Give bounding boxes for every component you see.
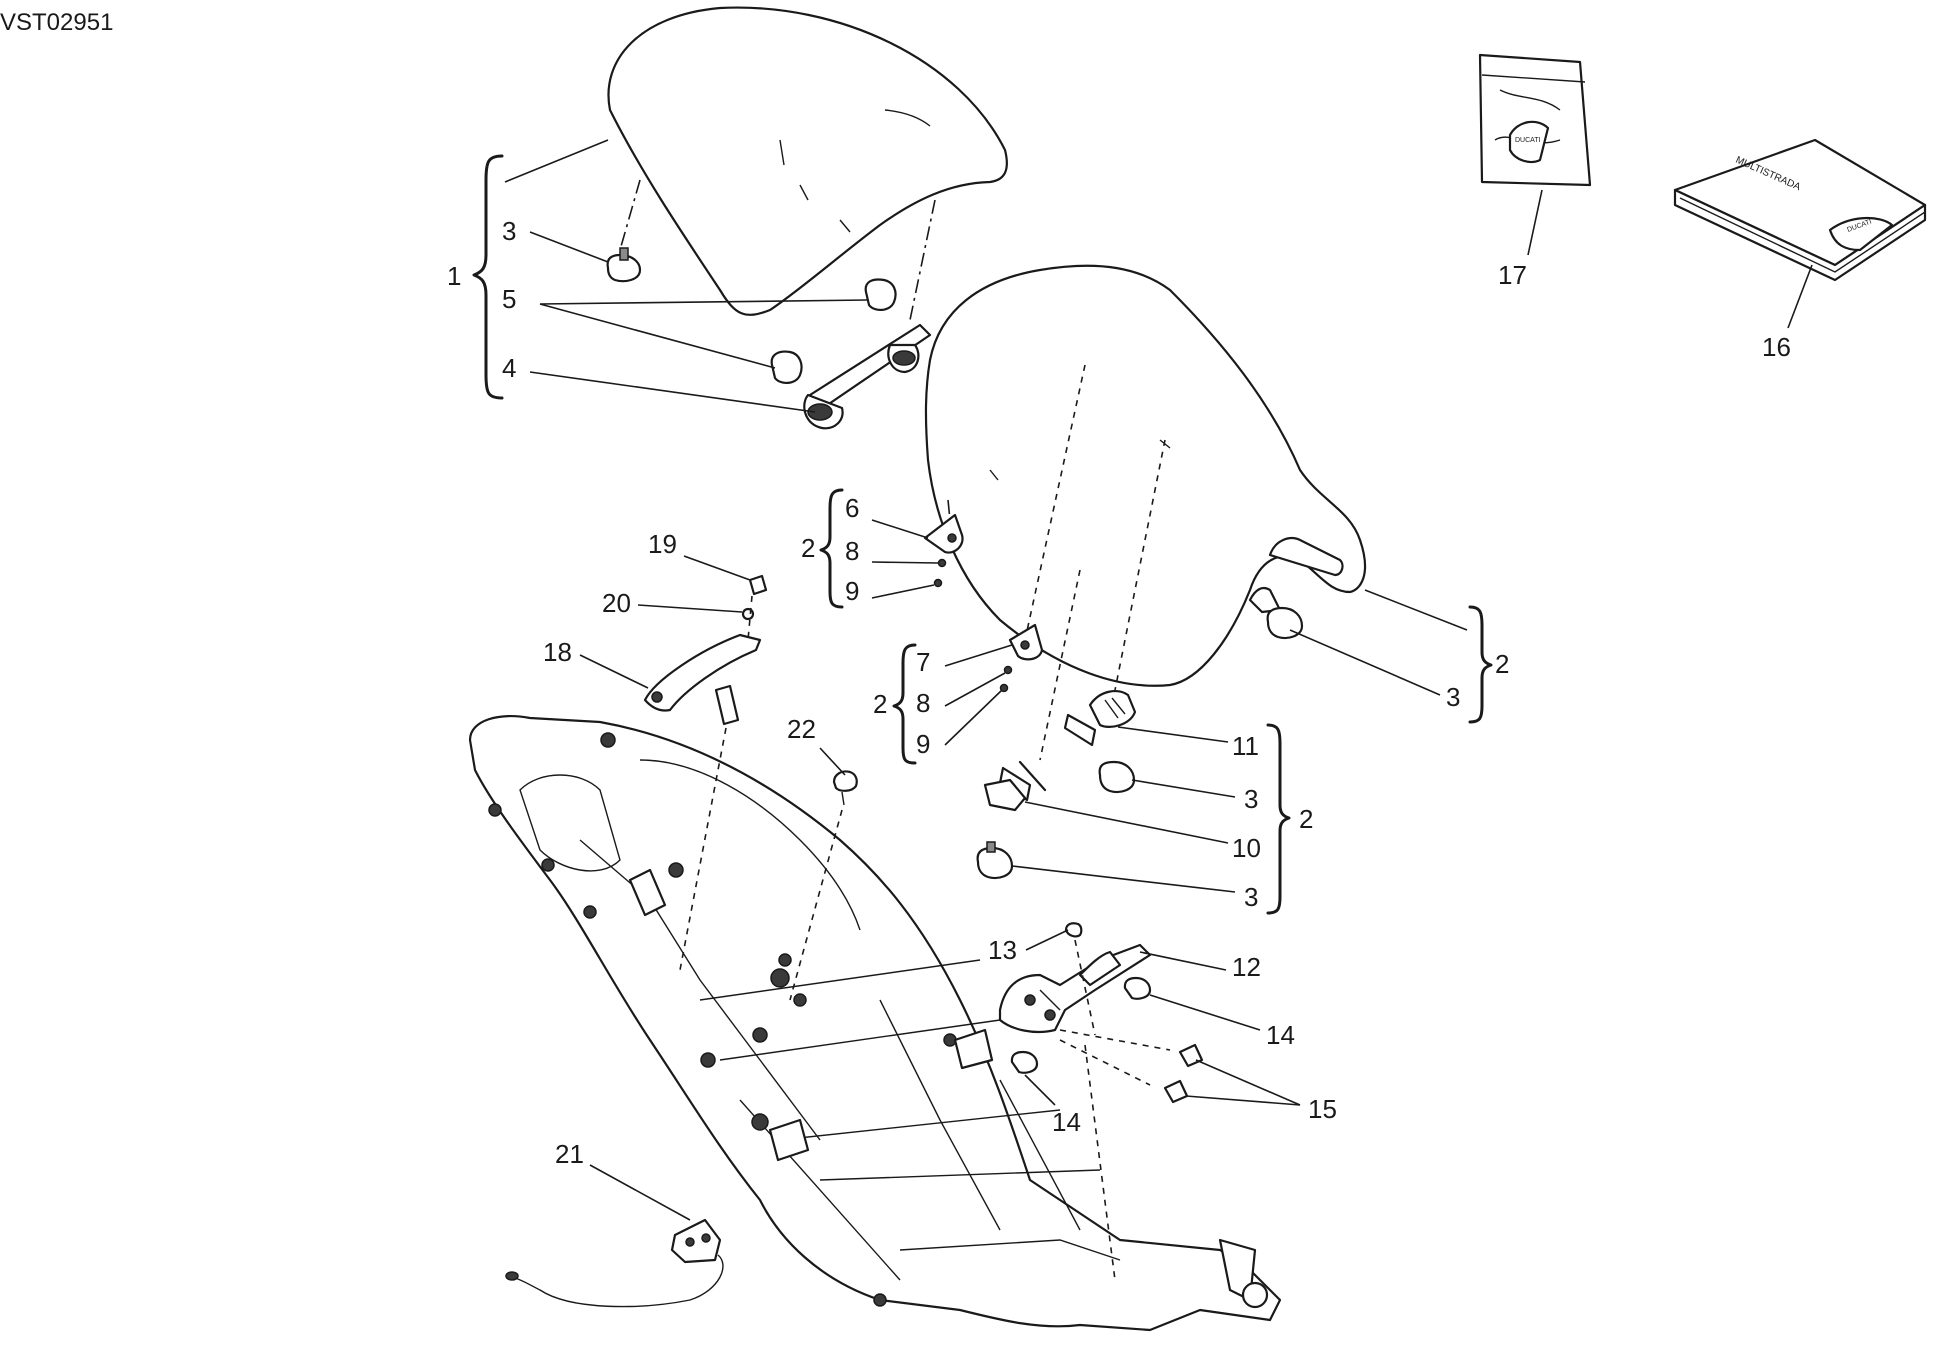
owners-manual-16: MULTISTRADA DUCATI bbox=[1673, 138, 1927, 282]
label-16: 16 bbox=[1762, 332, 1791, 362]
label-8: 8 bbox=[845, 536, 859, 566]
label-21: 21 bbox=[555, 1139, 584, 1169]
label-11: 11 bbox=[1232, 731, 1259, 761]
rubber-buffers-5 bbox=[770, 278, 897, 384]
label-2: 2 bbox=[1495, 649, 1509, 679]
label-12: 12 bbox=[1232, 952, 1261, 982]
hook-11 bbox=[1063, 690, 1137, 747]
brace-1 bbox=[472, 154, 504, 400]
bolt-under-handle bbox=[714, 684, 740, 726]
bracket-6 bbox=[923, 513, 964, 554]
passenger-seat bbox=[607, 6, 1008, 316]
washer-20 bbox=[741, 607, 755, 621]
label-2: 2 bbox=[873, 689, 887, 719]
screw-22 bbox=[832, 770, 858, 806]
brace-2-right bbox=[1468, 605, 1493, 724]
label-13: 13 bbox=[988, 935, 1017, 965]
washer-8 bbox=[1003, 665, 1013, 675]
label-8: 8 bbox=[916, 688, 930, 718]
brace-2-hooks bbox=[1266, 723, 1291, 915]
seat-release-cable-21 bbox=[505, 1218, 724, 1308]
washer-8-top bbox=[937, 558, 947, 568]
label-14: 14 bbox=[1052, 1107, 1081, 1137]
bracket-7 bbox=[1008, 623, 1044, 661]
label-9: 9 bbox=[845, 576, 859, 606]
pouch-logo-text: DUCATI bbox=[1515, 137, 1541, 144]
document-pouch-17: DUCATI bbox=[1478, 53, 1592, 187]
label-3: 3 bbox=[1446, 682, 1460, 712]
label-15: 15 bbox=[1308, 1094, 1337, 1124]
label-9: 9 bbox=[916, 729, 930, 759]
passenger-seat-bracket bbox=[803, 323, 932, 430]
label-19: 19 bbox=[648, 529, 677, 559]
label-5: 5 bbox=[502, 284, 516, 314]
handle-18 bbox=[643, 633, 762, 712]
rubber-14-upper bbox=[1123, 976, 1152, 1000]
label-3: 3 bbox=[502, 216, 516, 246]
rubber-14-lower bbox=[1010, 1050, 1039, 1074]
screw-13 bbox=[1064, 922, 1083, 938]
clips-15 bbox=[1163, 1043, 1204, 1104]
label-2: 2 bbox=[801, 533, 815, 563]
label-1: 1 bbox=[447, 261, 461, 291]
label-6: 6 bbox=[845, 493, 859, 523]
brace-2-upper bbox=[819, 488, 844, 609]
brace-2-lower bbox=[892, 643, 917, 765]
screw-9 bbox=[999, 683, 1009, 693]
screw-19 bbox=[748, 574, 768, 596]
label-14: 14 bbox=[1266, 1020, 1295, 1050]
label-17: 17 bbox=[1498, 260, 1527, 290]
label-7: 7 bbox=[916, 647, 930, 677]
label-20: 20 bbox=[602, 588, 631, 618]
rubber-pad-3-hook-11 bbox=[1098, 760, 1136, 794]
label-18: 18 bbox=[543, 637, 572, 667]
drawing-code: VST02951 bbox=[0, 9, 113, 36]
rubber-pad-3-rear bbox=[1266, 606, 1304, 640]
subframe bbox=[468, 714, 1282, 1332]
label-2: 2 bbox=[1299, 804, 1313, 834]
rider-seat bbox=[924, 264, 1367, 687]
label-3: 3 bbox=[1244, 784, 1258, 814]
seat-lock-12 bbox=[998, 943, 1152, 1034]
label-4: 4 bbox=[502, 353, 516, 383]
rubber-pad-3-hook-10 bbox=[976, 841, 1014, 880]
label-10: 10 bbox=[1232, 833, 1261, 863]
label-22: 22 bbox=[787, 714, 816, 744]
screw-9-top bbox=[933, 578, 943, 588]
rubber-pad-3-top bbox=[606, 247, 642, 283]
label-3: 3 bbox=[1244, 882, 1258, 912]
hook-10 bbox=[983, 760, 1047, 812]
